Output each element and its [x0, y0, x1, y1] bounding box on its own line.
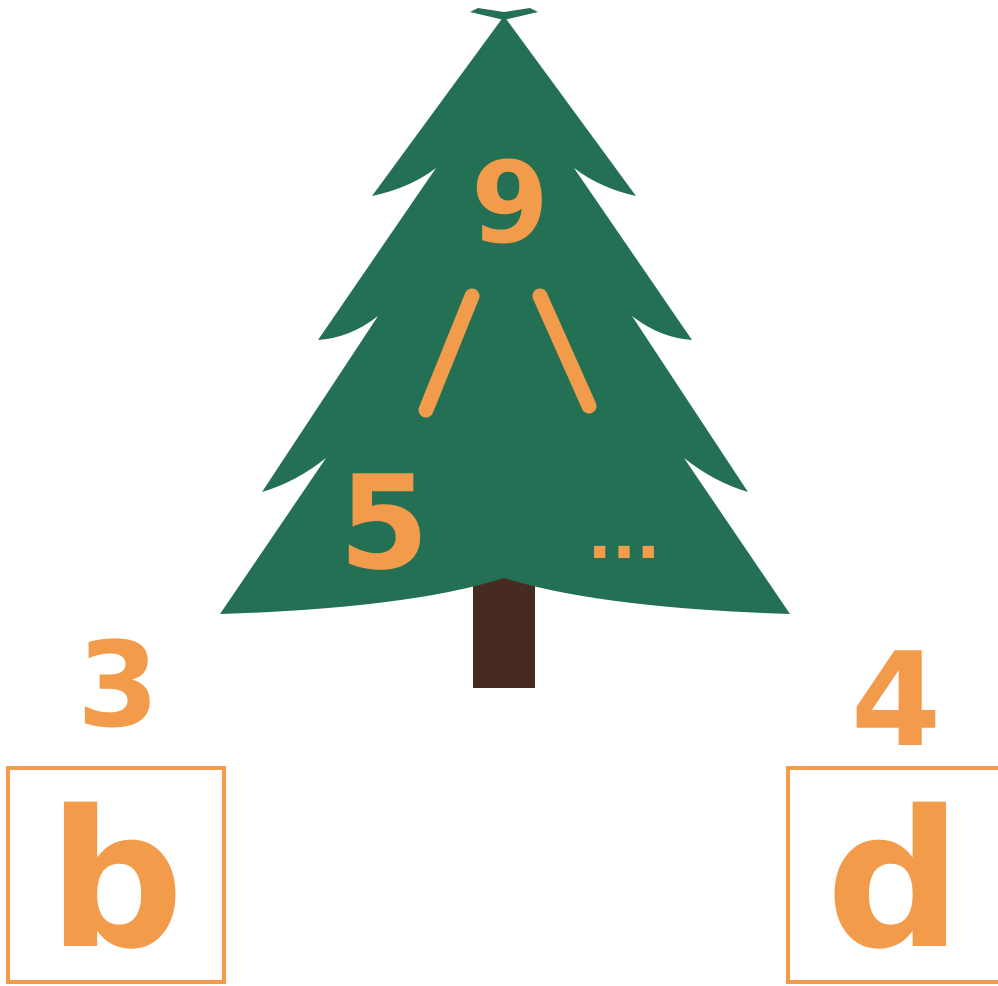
tree-top-number: 9 — [471, 139, 549, 269]
option-b-number: 4 — [851, 624, 941, 776]
tree-trunk — [473, 570, 535, 688]
tree-left-number: 5 — [339, 447, 429, 599]
option-a-number: 3 — [77, 616, 159, 754]
tree-body — [220, 16, 790, 614]
option-b-letter: d — [826, 770, 962, 986]
option-a-letter: b — [48, 770, 184, 986]
tree-right-placeholder: ... — [588, 500, 661, 574]
